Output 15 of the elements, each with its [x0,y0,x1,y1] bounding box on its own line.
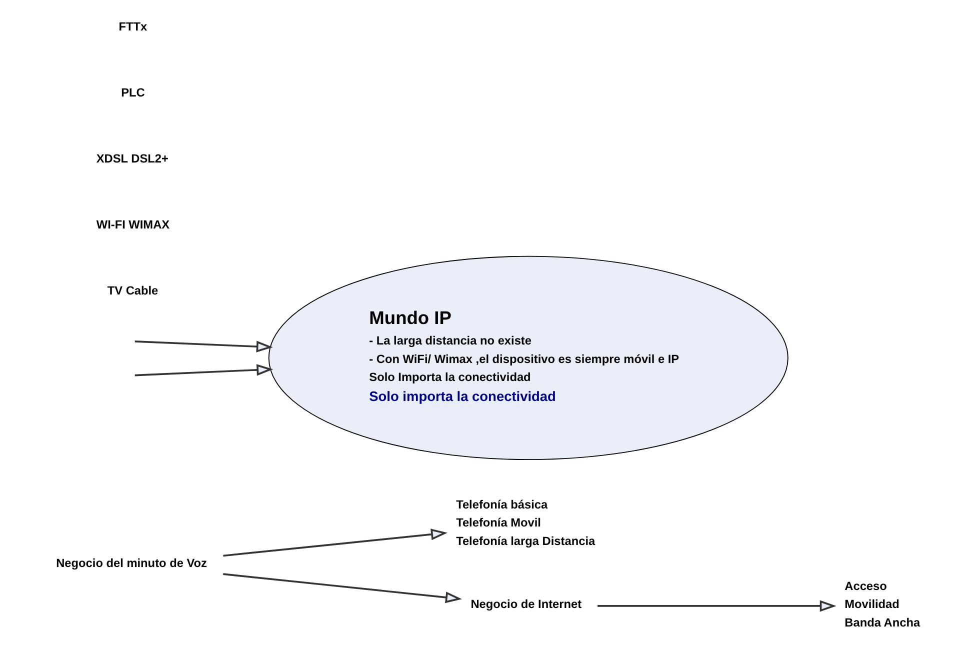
label: FTTx [118,20,148,34]
node-text: Negocio del minuto de Voz [56,556,207,570]
arrow [223,573,462,604]
arrow [134,340,273,352]
label: XDSL DSL2+ [96,151,168,166]
node-text: Acceso Movilidad Banda Ancha [844,578,920,630]
label: TV Cable [107,283,158,298]
arrow [598,600,836,612]
arrow [134,364,274,376]
label: PLC [121,86,145,100]
node-text: Negocio de Internet [470,597,582,612]
arrow [223,528,448,557]
node-text: Telefonía básica Telefonía Movil Telefonía larga Distancia [456,497,596,548]
node-ellipse: Mundo IP - La larga distancia no existe - Con WiFi/ Wimax ,el dispositivo es siempre móvil e IP Solo Importa la conectividad Solo importa la conectividad [268,256,788,460]
label: WI-FI WIMAX [96,217,170,232]
